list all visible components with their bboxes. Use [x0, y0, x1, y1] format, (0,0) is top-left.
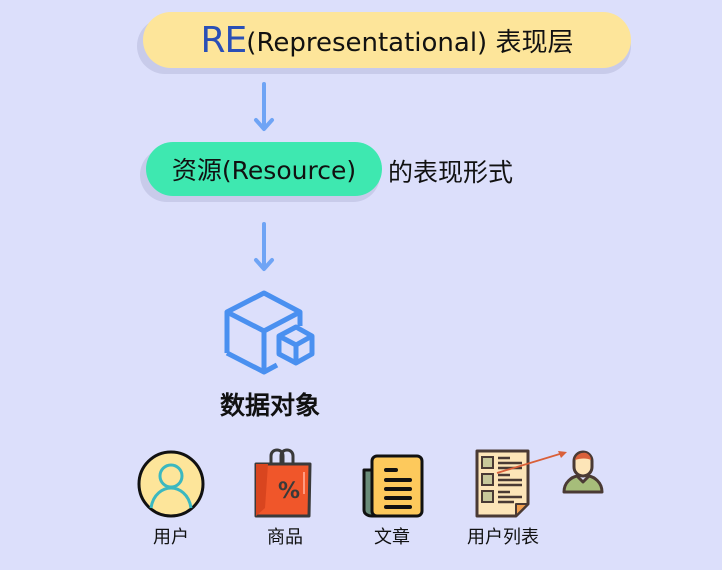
data-object-label: 数据对象 [219, 391, 320, 420]
layer-abbr: RE [200, 19, 248, 61]
example-label-product: 商品 [267, 527, 303, 548]
resource-pill: 资源(Resource) [146, 142, 382, 196]
example-label-user-list: 用户列表 [467, 527, 539, 548]
svg-text:%: % [278, 479, 300, 504]
shopping-bag-icon: % [254, 448, 312, 518]
cube-icon [224, 290, 315, 375]
arrow-down-icon [254, 82, 274, 131]
person-icon [562, 450, 604, 494]
arrow-down-icon [254, 222, 274, 271]
layer-pill: RE (Representational) 表现层 [143, 12, 631, 68]
example-label-user: 用户 [153, 527, 189, 548]
link-arrow-icon [496, 451, 567, 474]
layer-full: (Representational) 表现层 [246, 27, 574, 58]
resource-suffix: 的表现形式 [388, 158, 514, 187]
example-label-article: 文章 [374, 527, 410, 548]
user-avatar-icon [137, 450, 205, 518]
article-icon [362, 454, 424, 518]
